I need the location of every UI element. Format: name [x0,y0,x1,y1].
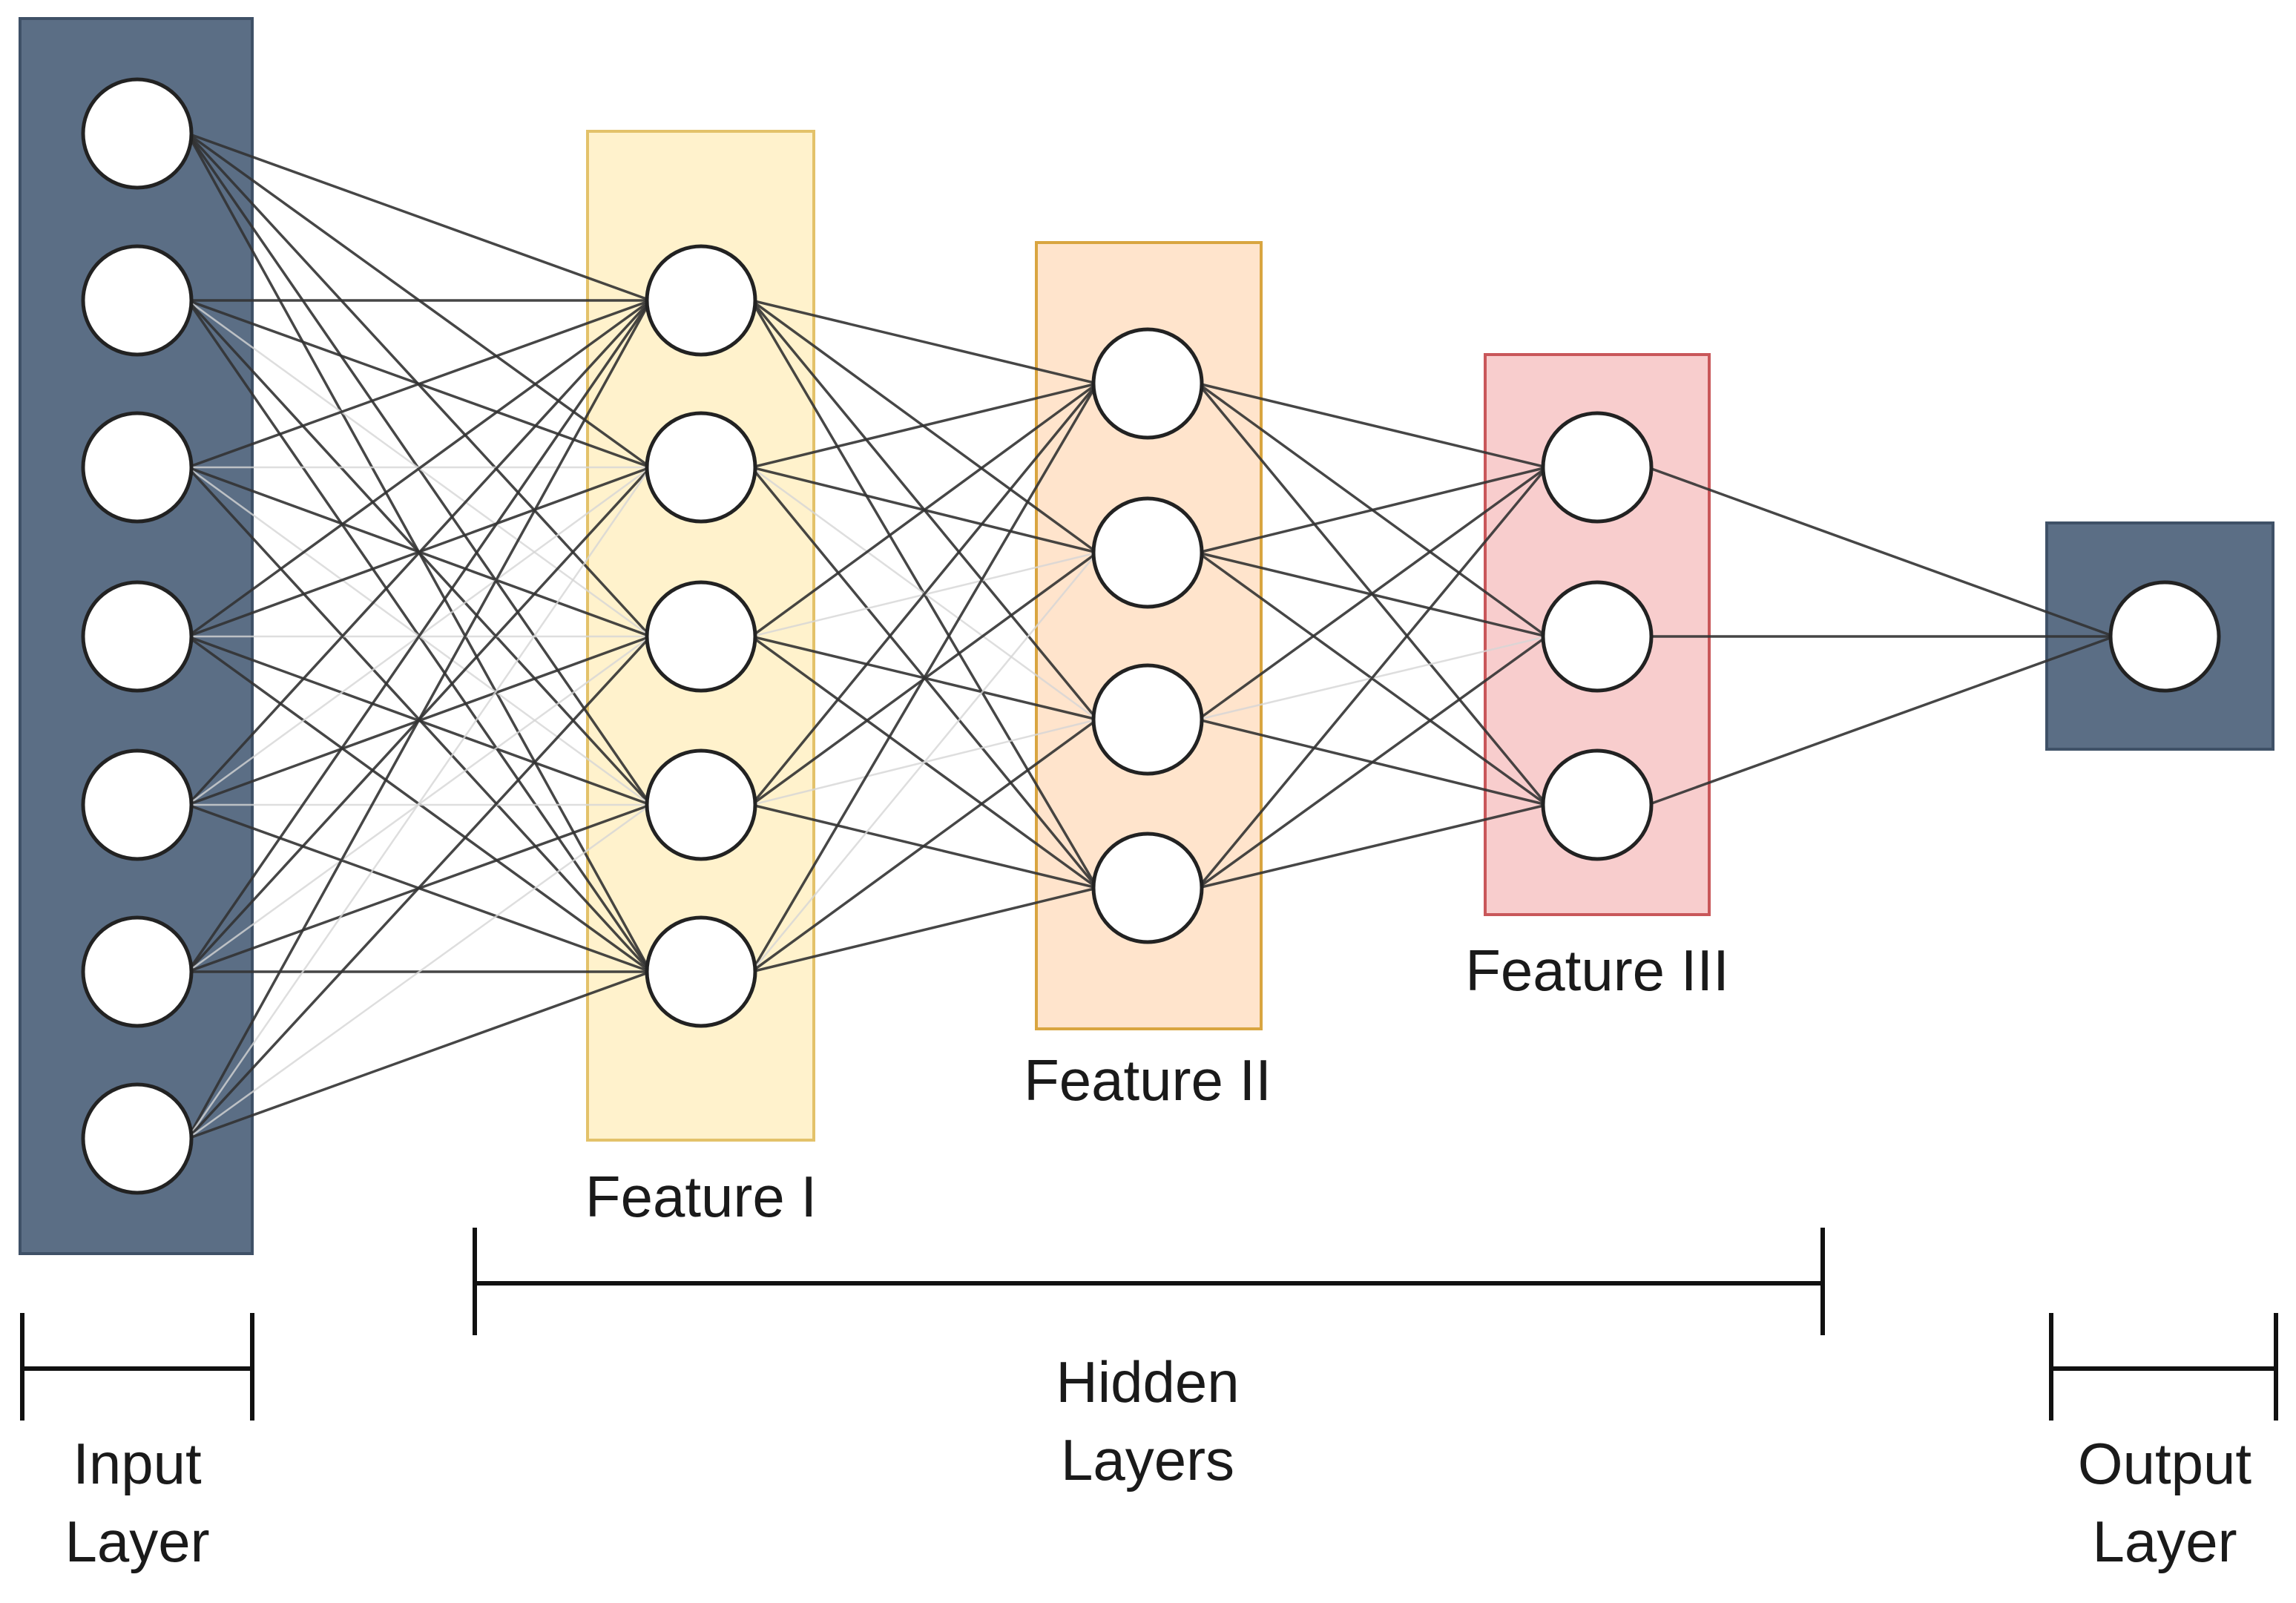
edge-feature-2-3-to-feature-3-2 [1197,803,1547,889]
feature-3-label: Feature III [1465,938,1729,1003]
feature-3-neuron-2 [1541,580,1654,693]
input-neuron-5 [81,748,194,861]
output-neuron-1 [2108,580,2221,693]
edge-feature-1-1-to-feature-2-0 [751,382,1098,469]
edge-input-2-to-feature-1-0 [187,299,651,469]
edge-input-0-to-feature-1-0 [187,132,651,302]
edge-feature-1-4-to-feature-2-1 [751,552,1098,972]
edge-feature-2-1-to-feature-3-0 [1197,466,1547,554]
edge-feature-2-2-to-feature-3-0 [1197,466,1548,721]
feature-1-neuron-1 [645,244,757,357]
feature-1-neuron-2 [645,411,757,524]
edge-feature-2-3-to-feature-3-0 [1197,466,1548,889]
edge-input-4-to-feature-1-0 [186,299,652,806]
feature-2-neuron-2 [1091,496,1204,609]
edge-feature-1-4-to-feature-2-0 [750,383,1099,972]
feature-3-neuron-1 [1541,411,1654,524]
feature-3-neuron-3 [1541,748,1654,861]
layer-brackets [20,1228,2278,1421]
edge-feature-2-3-to-feature-3-1 [1197,635,1548,889]
edge-input-3-to-feature-1-0 [186,299,652,638]
feature-2-neuron-1 [1091,327,1204,440]
edge-feature-1-0-to-feature-2-0 [751,299,1098,385]
input-neuron-6 [81,915,194,1028]
edge-input-6-to-feature-1-4 [187,970,651,1140]
hidden-bracket [473,1228,1825,1335]
edge-feature-1-4-to-feature-2-2 [750,718,1099,973]
edge-input-6-to-feature-1-1 [186,467,652,1139]
input-neuron-2 [81,244,194,357]
input-neuron-1 [81,77,194,190]
edge-feature-3-0-to-output-0 [1647,466,2115,638]
feature-1-neuron-3 [645,580,757,693]
neurons [81,77,2221,1195]
edge-input-6-to-feature-1-3 [187,803,651,1140]
edge-input-6-to-feature-1-2 [186,635,652,1140]
feature-2-label: Feature II [1024,1047,1272,1113]
edge-feature-1-2-to-feature-2-0 [750,382,1099,638]
edge-feature-1-4-to-feature-2-3 [751,886,1098,973]
feature-1-neuron-4 [645,748,757,861]
feature-2-neuron-3 [1091,663,1204,776]
input-neuron-7 [81,1082,194,1195]
input-neuron-3 [81,411,194,524]
feature-1-label: Feature I [585,1164,817,1229]
edge-feature-3-2-to-output-0 [1647,635,2115,806]
edge-input-6-to-feature-1-0 [186,300,652,1139]
input-bracket [20,1313,254,1421]
input-layer-label-line1: Input [73,1431,202,1496]
feature-1-neuron-5 [645,915,757,1028]
output-layer-label-line1: Output [2078,1431,2251,1496]
input-neuron-4 [81,580,194,693]
input-layer-label-line2: Layer [65,1509,209,1574]
output-layer-label-line2: Layer [2092,1509,2237,1574]
edge-feature-1-3-to-feature-2-0 [750,382,1099,806]
edge-feature-2-0-to-feature-3-0 [1197,382,1547,469]
hidden-layers-label-line1: Hidden [1056,1349,1239,1415]
feature-2-neuron-4 [1091,832,1204,944]
output-bracket [2049,1313,2278,1421]
connections [186,132,2115,1140]
edge-input-5-to-feature-1-0 [186,300,652,972]
hidden-layers-label-line2: Layers [1061,1427,1234,1492]
